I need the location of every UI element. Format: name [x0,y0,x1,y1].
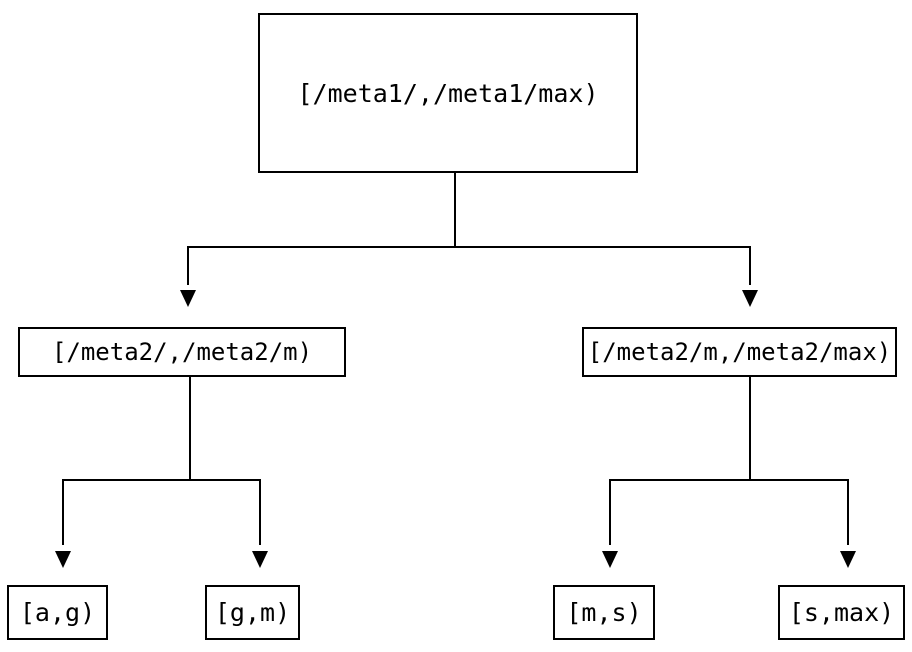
leaf-node-ag-label: [a,g) [19,598,96,627]
node-right-range-label: [/meta2/m,/meta2/max) [587,338,892,366]
leaf-node-smax: [s,max) [778,585,905,640]
edge-left-subtree [62,377,261,545]
node-left-range: [/meta2/,/meta2/m) [18,327,346,377]
leaf-node-smax-label: [s,max) [788,598,895,627]
arrowhead-leaf-ms [602,551,618,568]
node-left-range-label: [/meta2/,/meta2/m) [51,338,313,366]
leaf-node-gm: [g,m) [205,585,300,640]
edge-right-subtree [609,377,849,545]
node-root-label: [/meta1/,/meta1/max) [297,78,599,108]
node-root: [/meta1/,/meta1/max) [258,13,638,173]
node-right-range: [/meta2/m,/meta2/max) [582,327,897,377]
leaf-node-ms-label: [m,s) [566,598,642,627]
arrowhead-left-mid [180,290,196,307]
arrowhead-leaf-ag [55,551,71,568]
arrowhead-leaf-smax [840,551,856,568]
leaf-node-ag: [a,g) [7,585,108,640]
edge-root-to-children [187,173,751,285]
leaf-node-ms: [m,s) [553,585,655,640]
leaf-node-gm-label: [g,m) [214,598,291,627]
arrowhead-right-mid [742,290,758,307]
arrowhead-leaf-gm [252,551,268,568]
